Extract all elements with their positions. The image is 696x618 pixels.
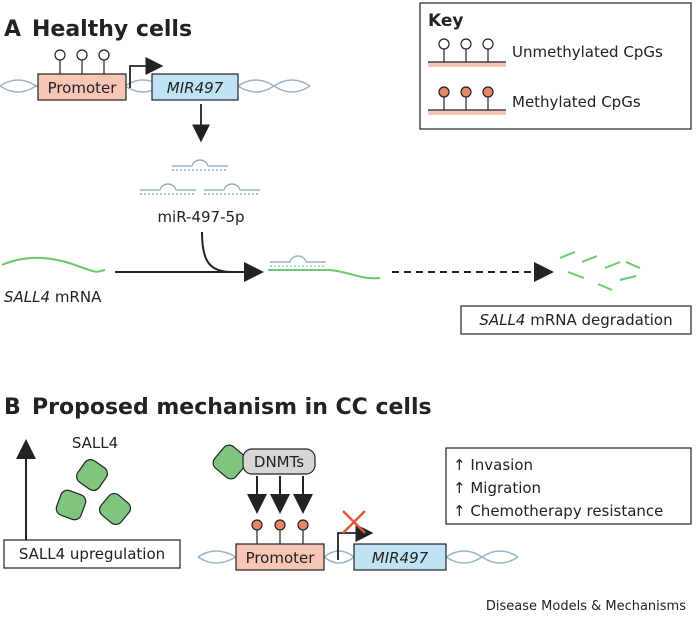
panel-a-title: Healthy cells [32,17,192,42]
effect-chemoresistance: ↑ Chemotherapy resistance [453,502,663,520]
upregulation-label: SALL4 upregulation [19,545,165,563]
gene-box-b [353,543,447,571]
effect-migration: ↑ Migration [453,479,541,497]
dnmt-protein-icon [212,444,248,480]
mirna-hairpins [140,159,260,195]
sall4-protein-label: SALL4 [72,434,118,452]
key-methylated-symbol [428,86,506,115]
gene-box-a [151,73,239,101]
dnmt-label: DNMTs [254,453,304,471]
sall4-mrna-label: SALL4 mRNA [4,288,102,306]
panel-b-letter: B [4,395,21,420]
mirna-label: miR-497-5p [157,208,244,226]
key-methylated-label: Methylated CpGs [512,93,641,111]
upregulation-box [3,539,181,569]
promoter-label-b: Promoter [246,549,316,567]
sall4-mrna-strand [1,256,106,273]
gene-label-a: MIR497 [167,79,224,97]
mrna-mirna-complex [268,255,381,280]
panel-a-letter: A [4,17,21,42]
sall4-protein-icons [55,459,132,526]
methylated-cpgs-b [251,519,309,544]
mirna-merge-curve [201,231,233,273]
dna-helix-b [197,550,519,564]
journal-credit: Disease Models & Mechanisms [486,599,686,614]
gene-label-b: MIR497 [372,549,429,567]
key-unmethylated-label: Unmethylated CpGs [512,43,663,61]
unmethylated-cpgs-a [54,49,110,74]
effects-box [445,447,692,525]
panel-b-title: Proposed mechanism in CC cells [32,395,432,420]
tss-arrow-b [337,524,374,560]
degradation-label: SALL4 mRNA degradation [479,311,672,329]
methylation-arrows [247,476,313,514]
tss-arrow-a [129,57,164,88]
mrna-fragments [559,251,641,291]
degradation-box [460,305,692,335]
key-title: Key [428,11,464,31]
promoter-box-b [235,543,325,571]
promoter-label-a: Promoter [48,79,118,97]
key-unmethylated-symbol [428,38,506,67]
blocked-cross-icon [342,510,366,534]
dnmt-box [242,448,316,475]
effect-invasion: ↑ Invasion [453,456,533,474]
